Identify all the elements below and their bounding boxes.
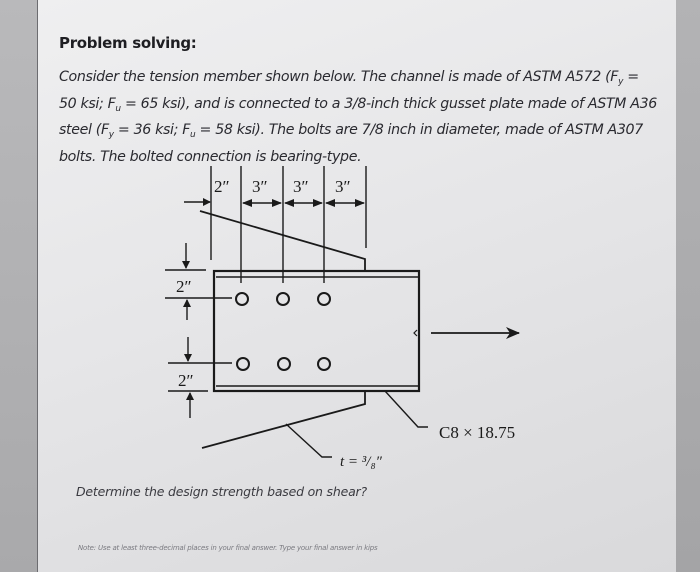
gusset-plate-top [199,210,366,271]
statement-text-4: = 36 ksi; F [113,122,191,138]
document-screen: Problem solving: Consider the tension me… [37,0,678,572]
dim-label-vertical-top: 2″ [176,277,192,296]
fy-subscript: y [618,77,624,87]
question-text: Determine the design strength based on s… [76,484,367,499]
channel-leader [384,390,428,428]
dim-label-vertical-bottom: 2″ [178,371,194,390]
fy-subscript-2: y [108,130,114,140]
problem-heading: Problem solving: [59,34,197,52]
plate-thickness-label: t = ³/₈″ [340,454,383,470]
screen-bezel-right [676,0,700,572]
statement-text-2: = 50 ksi; F [59,69,639,112]
gusset-plate-bottom [201,391,366,449]
channel-designation: C8 × 18.75 [439,423,515,442]
thickness-leader [285,423,332,458]
channel-c8 [212,269,421,393]
statement-text-3: = 65 ksi), and is connected to a 3/8-inc… [59,95,657,139]
dim-label-pitch-3: 3″ [335,177,351,196]
answer-note: Note: Use at least three-decimal places … [78,544,378,552]
statement-text-1: Consider the tension member shown below.… [59,69,619,85]
dim-label-pitch-2: 3″ [293,177,309,196]
fu-subscript: u [115,103,121,114]
statement-text-5: = 58 ksi). The bolts are 7/8 inch in dia… [59,122,643,165]
dim-label-pitch-1: 3″ [252,177,268,196]
dim-label-edge: 2″ [214,177,230,196]
fu-subscript-2: u [190,130,196,140]
problem-statement: Consider the tension member shown below.… [59,67,659,168]
